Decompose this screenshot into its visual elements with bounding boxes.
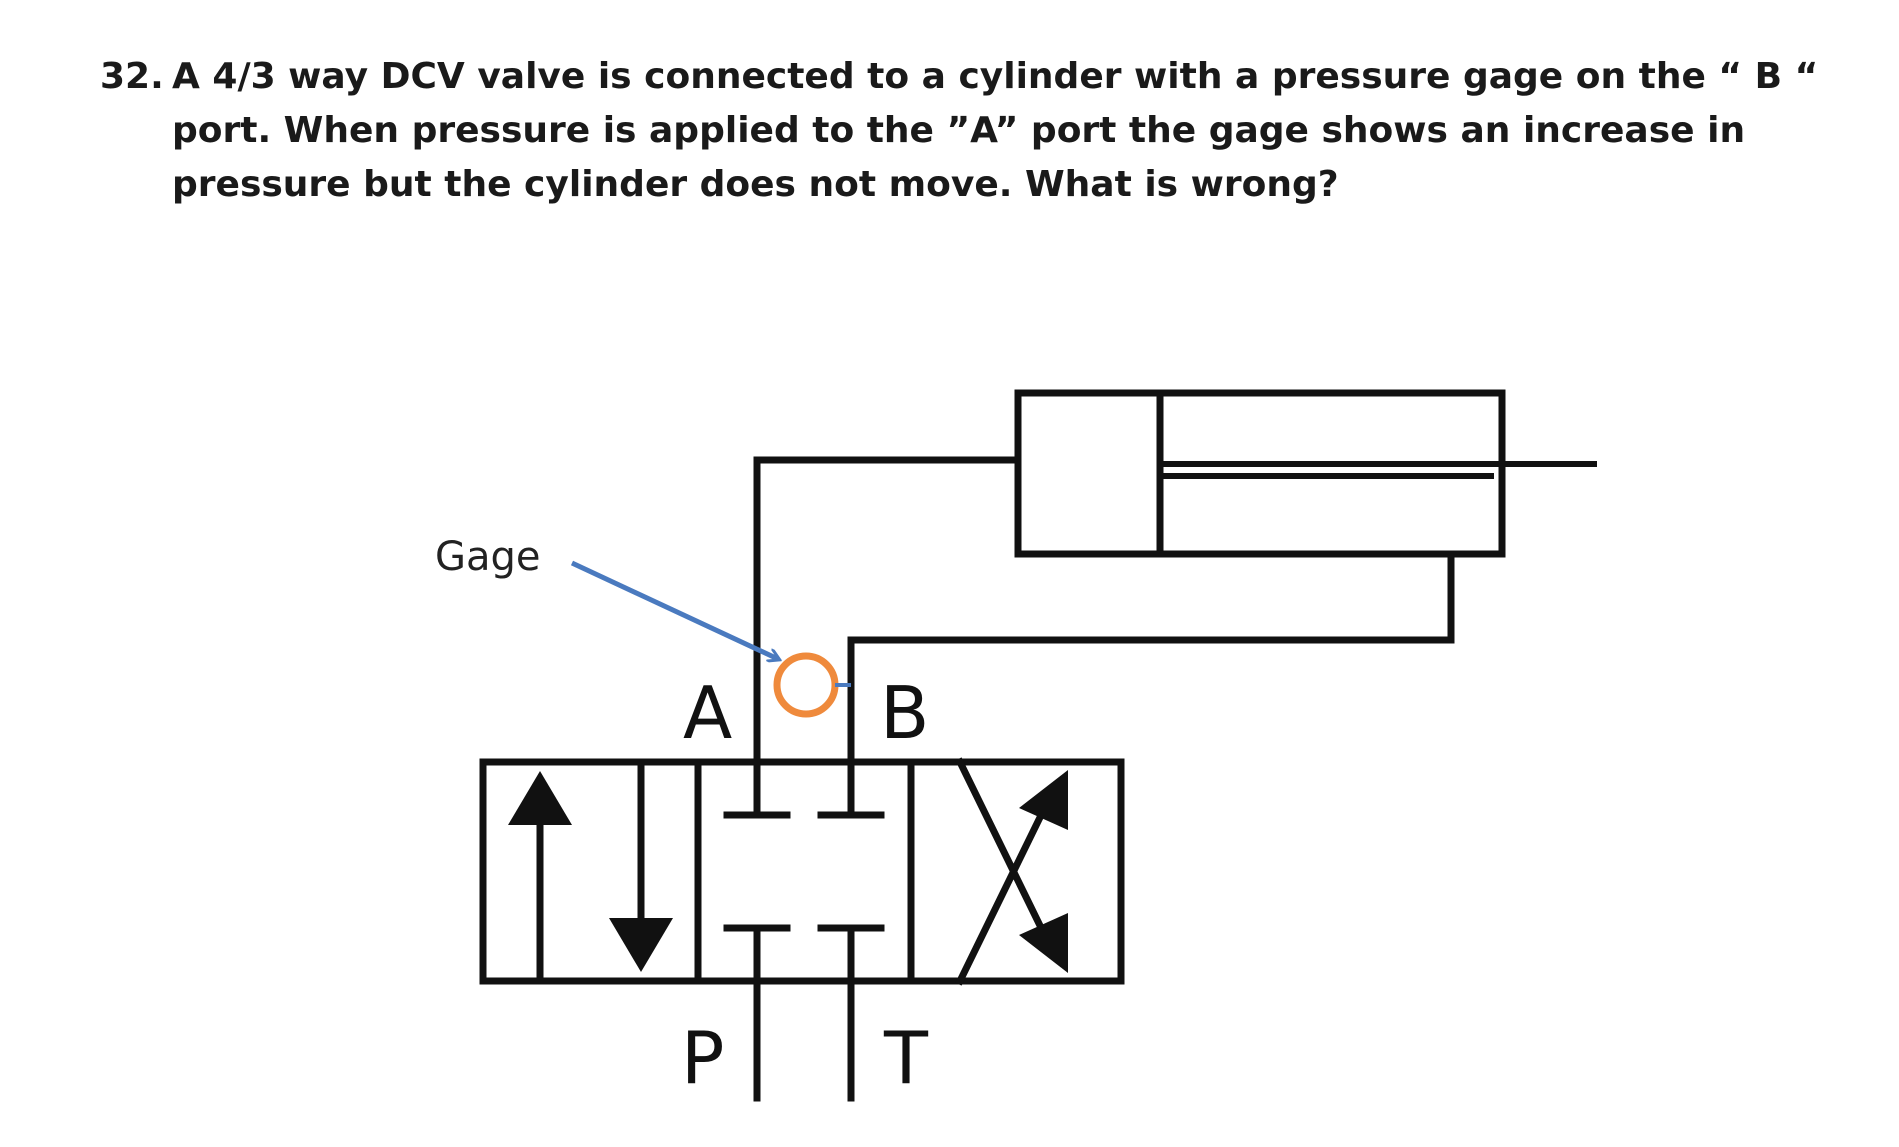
arrowhead-cross-up <box>1019 770 1068 830</box>
question-body: A 4/3 way DCV valve is connected to a cy… <box>172 56 1819 205</box>
gage-label: Gage <box>435 534 541 580</box>
port-label-b: B <box>880 671 929 755</box>
arrowhead-cross-down <box>1019 913 1068 973</box>
question-number: 32. <box>100 56 164 97</box>
cylinder-barrel <box>1014 389 1506 558</box>
valve-envelope-blocked <box>723 758 885 985</box>
hydraulic-cylinder <box>1014 389 1597 558</box>
arrowhead-down <box>609 918 673 972</box>
valve-outline <box>479 758 1125 985</box>
gage-circle <box>773 652 839 718</box>
port-label-t: T <box>883 1016 929 1100</box>
question-text: 32.A 4/3 way DCV valve is connected to a… <box>100 50 1899 212</box>
dcv-valve-body <box>479 758 1125 985</box>
valve-envelope-crossed <box>955 757 1068 986</box>
valve-envelope-parallel <box>508 758 673 985</box>
supply-lines <box>753 977 855 1102</box>
arrowhead-up <box>508 771 572 825</box>
gage-pointer-arrow <box>570 560 778 659</box>
port-label-a: A <box>683 671 732 755</box>
line-a-to-cylinder <box>753 456 1022 761</box>
line-b-to-cylinder <box>847 550 1455 761</box>
pressure-gage <box>773 652 851 718</box>
port-label-p: P <box>681 1016 724 1100</box>
